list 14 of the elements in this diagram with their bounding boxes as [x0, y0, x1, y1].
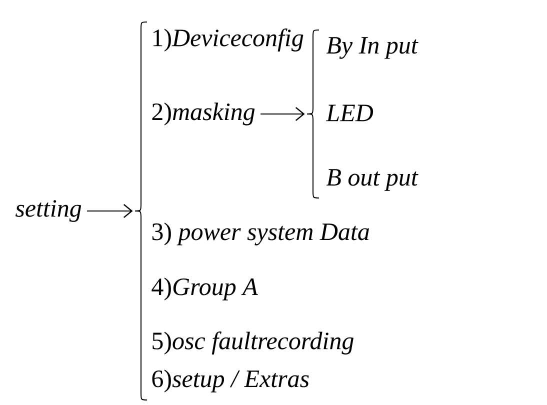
- arrow: [260, 107, 305, 121]
- item-label: 4)Group A: [152, 278, 258, 300]
- item-label: B out put: [326, 169, 418, 191]
- item-label: 6)setup / Extras: [152, 370, 309, 392]
- brace-bracket: [306, 30, 320, 198]
- item-label: 5)osc faultrecording: [152, 332, 354, 354]
- item-label: setting: [16, 200, 82, 222]
- item-label: By In put: [326, 37, 418, 59]
- item-label: 3) power system Data: [152, 222, 369, 246]
- brace-bracket: [134, 22, 148, 400]
- item-label: 1)Deviceconfig: [153, 28, 304, 52]
- item-label: 2)masking: [152, 102, 255, 126]
- arrow: [86, 204, 133, 218]
- item-label: LED: [326, 104, 374, 122]
